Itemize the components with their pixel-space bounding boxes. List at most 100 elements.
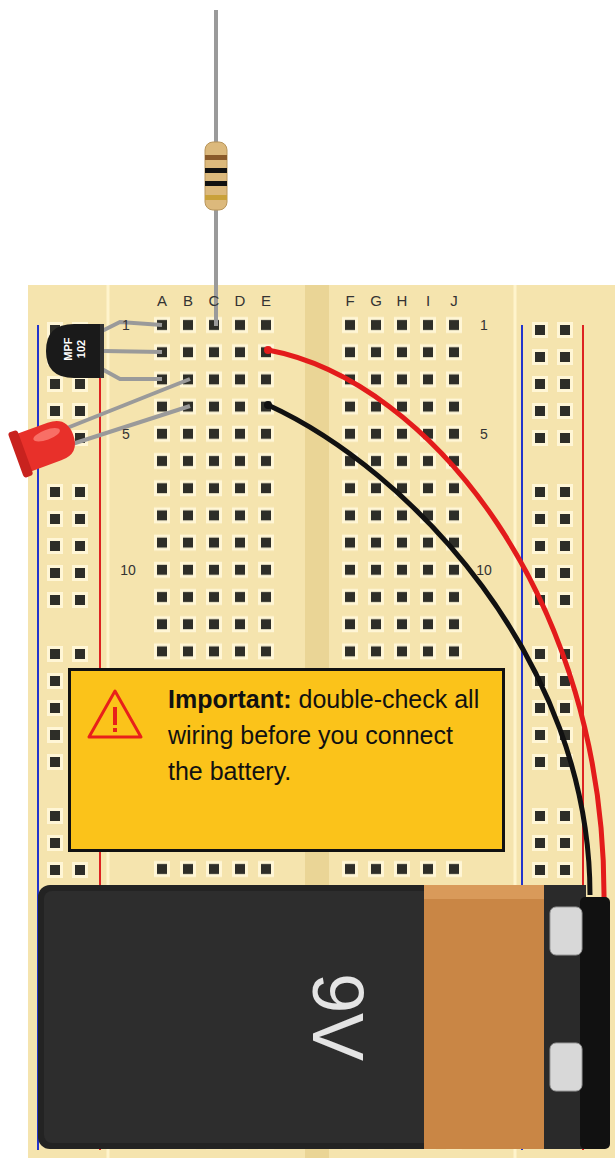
rail-hole (535, 406, 545, 416)
rail-hole (50, 649, 60, 659)
rail-hole (557, 511, 573, 527)
column-letter: J (450, 292, 458, 309)
rail-hole (560, 703, 570, 713)
rail-hole (72, 538, 88, 554)
rail-hole (532, 565, 548, 581)
rail-hole (47, 673, 63, 689)
rail-hole (560, 568, 570, 578)
rail-hole (560, 865, 570, 875)
rail-hole (47, 835, 63, 851)
row-number: 10 (120, 562, 136, 578)
column-letter: B (183, 292, 193, 309)
rail-hole (535, 352, 545, 362)
rail-hole (535, 541, 545, 551)
rail-hole (560, 406, 570, 416)
rail-hole (47, 700, 63, 716)
rail-hole (50, 487, 60, 497)
rail-hole (535, 730, 545, 740)
row-number: 10 (476, 562, 492, 578)
rail-hole (535, 649, 545, 659)
rail-hole (557, 376, 573, 392)
rail-hole (532, 862, 548, 878)
rail-hole (557, 403, 573, 419)
rail-hole (50, 811, 60, 821)
rail-hole (560, 352, 570, 362)
resistor-band (205, 155, 227, 160)
rail-hole (532, 511, 548, 527)
rail-hole (50, 838, 60, 848)
rail-hole (75, 406, 85, 416)
rail-hole (72, 484, 88, 500)
resistor-band (205, 195, 227, 200)
rail-hole (50, 379, 60, 389)
rail-hole (557, 592, 573, 608)
rail-hole (75, 541, 85, 551)
rail-hole (557, 484, 573, 500)
rail-hole (532, 727, 548, 743)
rail-hole (535, 568, 545, 578)
rail-hole (47, 511, 63, 527)
rail-hole (75, 514, 85, 524)
rail-hole (75, 595, 85, 605)
warning-text: Important: double-check all wiring befor… (168, 681, 488, 789)
rail-hole (72, 646, 88, 662)
rail-hole (72, 376, 88, 392)
column-letter: I (426, 292, 430, 309)
rail-hole (532, 430, 548, 446)
rail-hole (532, 376, 548, 392)
rail-hole (47, 538, 63, 554)
rail-hole (535, 811, 545, 821)
rail-hole (535, 703, 545, 713)
rail-hole (532, 646, 548, 662)
rail-hole (50, 703, 60, 713)
transistor-lead (104, 351, 162, 352)
row-number: 1 (480, 317, 488, 333)
column-letter: G (370, 292, 382, 309)
rail-hole (50, 406, 60, 416)
rail-hole (72, 403, 88, 419)
rail-hole (535, 379, 545, 389)
rail-hole (75, 865, 85, 875)
rail-hole (75, 568, 85, 578)
warning-heading: Important: (168, 685, 292, 713)
column-letter: H (397, 292, 408, 309)
resistor-band (205, 168, 227, 173)
rail-hole (560, 325, 570, 335)
led-symbol (8, 412, 82, 478)
rail-hole (50, 595, 60, 605)
rail-hole (532, 484, 548, 500)
rail-hole (532, 835, 548, 851)
rail-hole (532, 538, 548, 554)
rail-hole (532, 403, 548, 419)
rail-hole (535, 757, 545, 767)
transistor-lead (100, 322, 162, 332)
rail-hole (535, 865, 545, 875)
rail-hole (47, 754, 63, 770)
column-letter: F (345, 292, 354, 309)
rail-hole (557, 538, 573, 554)
warning-icon (85, 685, 165, 765)
rail-hole (535, 838, 545, 848)
rail-hole (50, 568, 60, 578)
rail-hole (532, 754, 548, 770)
rail-hole (47, 376, 63, 392)
rail-hole (47, 646, 63, 662)
rail-hole (72, 592, 88, 608)
rail-hole (535, 487, 545, 497)
rail-hole (560, 838, 570, 848)
rail-hole (557, 349, 573, 365)
rail-hole (557, 565, 573, 581)
resistor-symbol (205, 142, 227, 210)
led-lead (62, 379, 190, 430)
column-letter: E (261, 292, 271, 309)
rail-hole (47, 403, 63, 419)
row-number: 5 (480, 426, 488, 442)
rail-hole (557, 835, 573, 851)
rail-hole (535, 325, 545, 335)
rail-hole (50, 865, 60, 875)
transistor-lead (100, 368, 162, 379)
breadboard (28, 285, 615, 1158)
row-number: 5 (122, 426, 130, 442)
column-letter: D (235, 292, 246, 309)
